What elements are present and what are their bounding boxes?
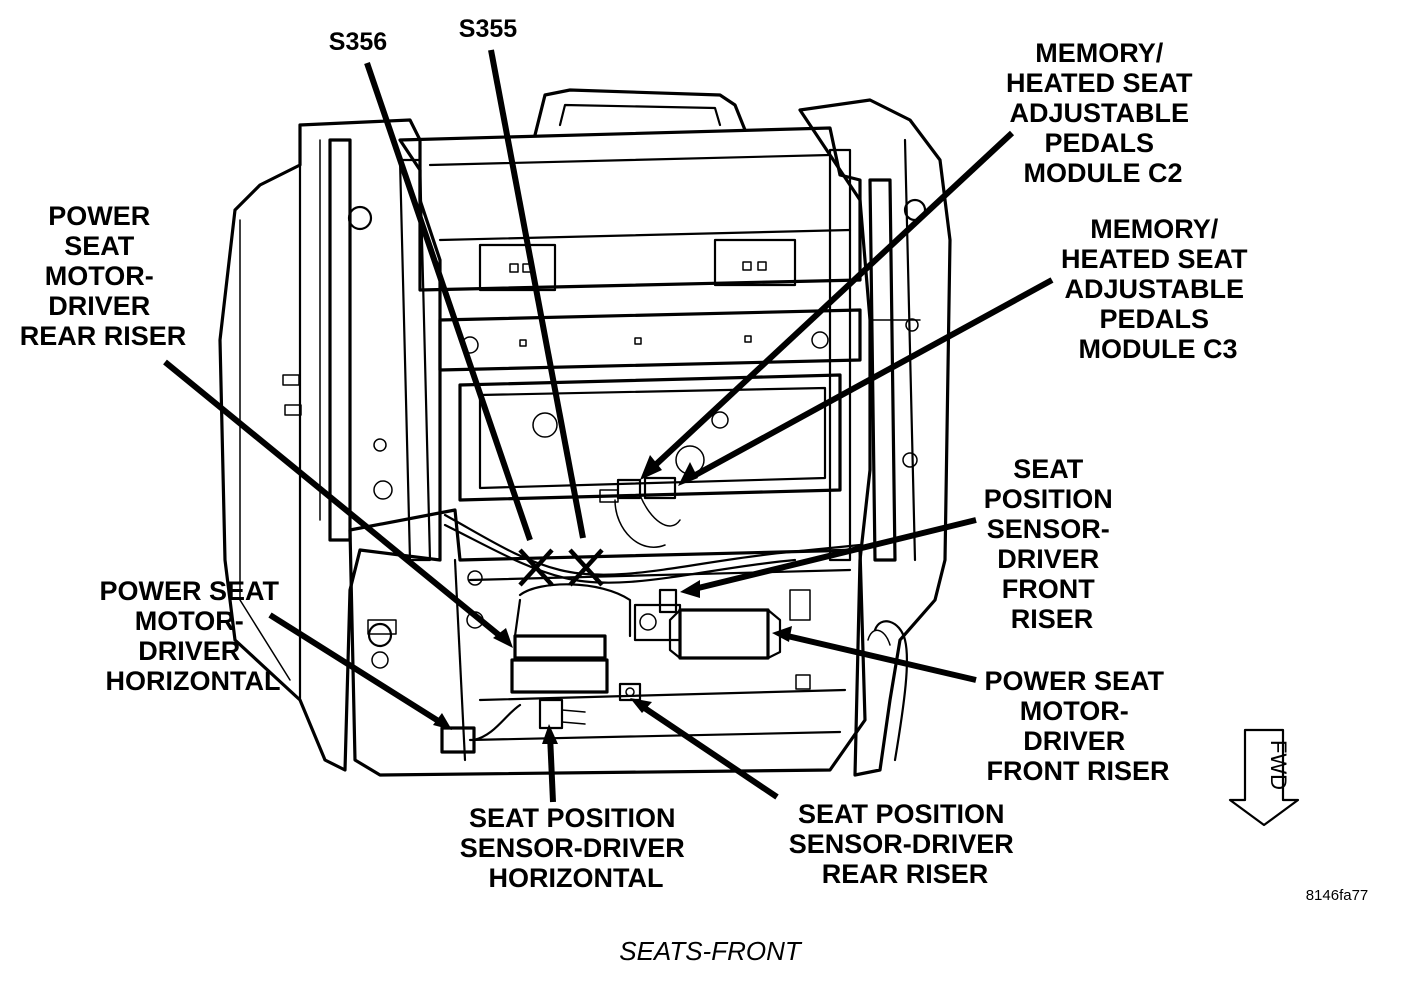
seat-frame-drawing [218, 88, 952, 777]
label-sensor-front-riser: SEAT POSITION SENSOR- DRIVER FRONT RISER [984, 454, 1121, 634]
leader-lines [163, 49, 1054, 803]
leader-s355 [488, 49, 586, 539]
splice-x-marks [518, 548, 604, 587]
label-s356: S356 [329, 28, 387, 56]
label-s355: S355 [459, 15, 517, 43]
leader-motor-front-riser [782, 632, 977, 683]
leader-sensor-front-riser [689, 517, 977, 593]
label-motor-rear-riser: POWER SEAT MOTOR- DRIVER REAR RISER [20, 201, 187, 351]
leader-sensor-horizontal [547, 734, 556, 803]
figure-id: 8146fa77 [1306, 887, 1369, 904]
leader-arrowheads [433, 455, 792, 744]
label-sensor-horizontal: SEAT POSITION SENSOR-DRIVER HORIZONTAL [460, 803, 693, 893]
label-motor-front-riser: POWER SEAT MOTOR- DRIVER FRONT RISER [984, 666, 1171, 786]
callout-labels: S356 S355 MEMORY/ HEATED SEAT ADJUSTABLE… [20, 15, 1255, 893]
leader-motor-horizontal [268, 612, 442, 725]
leader-module-c3 [688, 277, 1054, 481]
leader-s356 [364, 62, 533, 541]
label-module-c2: MEMORY/ HEATED SEAT ADJUSTABLE PEDALS MO… [1006, 38, 1200, 188]
figure-caption: SEATS-FRONT [619, 936, 803, 966]
forward-direction-arrow: FWD [1228, 728, 1300, 827]
leader-module-c2 [647, 130, 1015, 473]
label-module-c3: MEMORY/ HEATED SEAT ADJUSTABLE PEDALS MO… [1061, 214, 1255, 364]
label-sensor-rear-riser: SEAT POSITION SENSOR-DRIVER REAR RISER [789, 799, 1022, 889]
fwd-label: FWD [1266, 740, 1291, 790]
leader-sensor-rear-riser [638, 702, 779, 800]
label-motor-horizontal: POWER SEAT MOTOR- DRIVER HORIZONTAL [99, 576, 286, 696]
leader-motor-rear-riser [163, 359, 507, 643]
